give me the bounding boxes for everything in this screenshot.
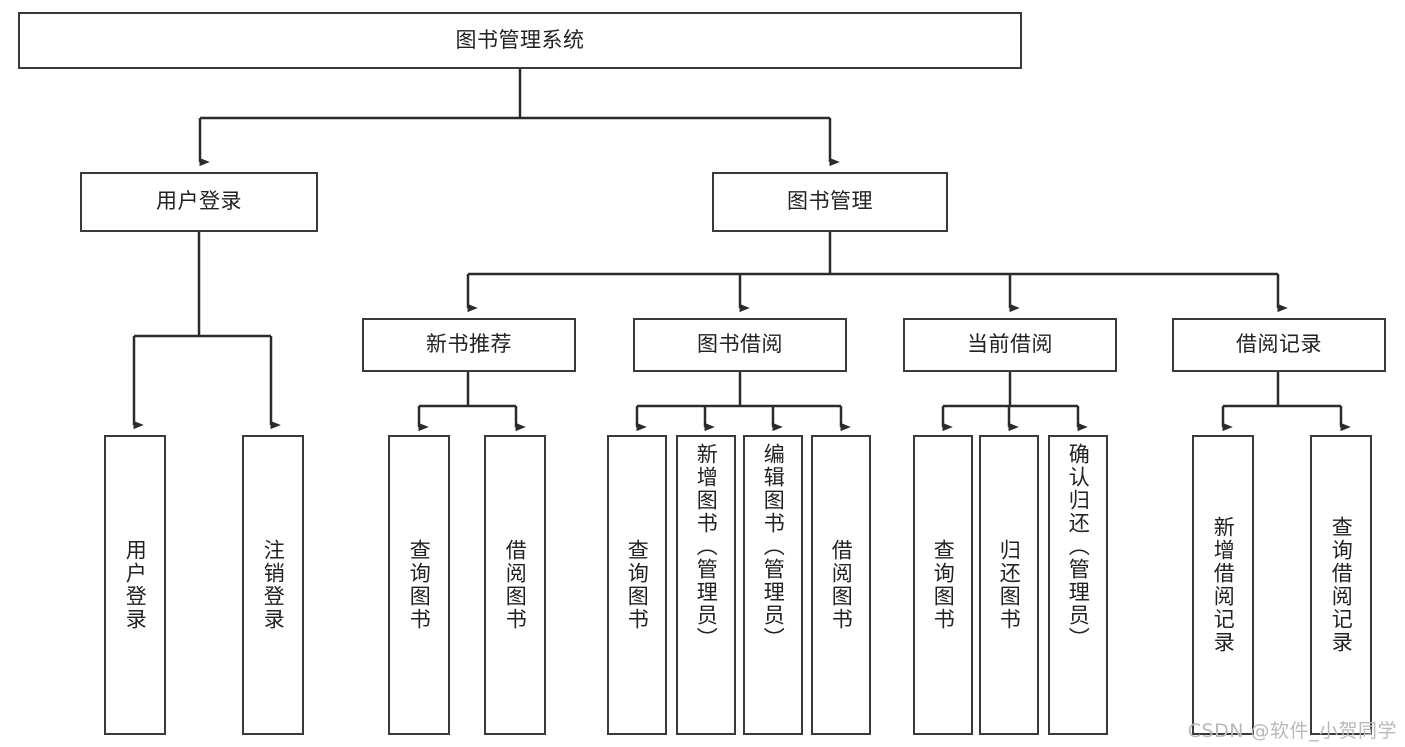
node-label: 归还图书 [997,539,1022,631]
node-label: 查询图书 [625,539,650,631]
node-label: 查询图书 [931,539,956,631]
node-user-login[interactable]: 用户登录 [80,172,318,232]
node-label: 查询图书 [407,539,432,631]
node-leaf-logout[interactable]: 注销登录 [242,435,304,735]
node-leaf-query-book-current[interactable]: 查询图书 [913,435,973,735]
node-label: 当前借阅 [967,332,1053,357]
node-label: 用户登录 [123,539,148,631]
node-label: 借阅图书 [829,539,854,631]
node-book-management-system[interactable]: 图书管理系统 [18,12,1022,69]
node-label: 借阅记录 [1236,332,1322,357]
node-leaf-add-borrow-record[interactable]: 新增借阅记录 [1192,435,1254,735]
node-label: 图书借阅 [697,332,783,357]
node-leaf-user-login[interactable]: 用户登录 [104,435,166,735]
node-label: 用户登录 [156,189,242,214]
node-leaf-borrow-book[interactable]: 借阅图书 [811,435,871,735]
node-label: 编辑图书（管理员） [761,443,786,650]
node-label: 查询借阅记录 [1329,516,1354,654]
node-label: 图书管理系统 [455,27,585,52]
node-leaf-confirm-return-admin[interactable]: 确认归还（管理员） [1048,435,1108,735]
node-leaf-query-book-borrow[interactable]: 查询图书 [607,435,667,735]
node-leaf-edit-book-admin[interactable]: 编辑图书（管理员） [743,435,803,735]
node-label: 新增图书（管理员） [694,443,719,650]
node-leaf-add-book-admin[interactable]: 新增图书（管理员） [676,435,736,735]
node-label: 新书推荐 [426,332,512,357]
node-label: 借阅图书 [503,539,528,631]
node-current-borrow[interactable]: 当前借阅 [903,318,1117,372]
node-borrow-record[interactable]: 借阅记录 [1172,318,1386,372]
node-label: 新增借阅记录 [1211,516,1236,654]
watermark: CSDN @软件_小贺同学 [1187,720,1397,742]
node-leaf-return-book[interactable]: 归还图书 [979,435,1039,735]
node-label: 注销登录 [261,539,286,631]
node-book-management[interactable]: 图书管理 [712,172,948,232]
node-leaf-query-book-recommend[interactable]: 查询图书 [388,435,450,735]
node-leaf-borrow-book-recommend[interactable]: 借阅图书 [484,435,546,735]
node-label: 确认归还（管理员） [1066,443,1091,650]
node-label: 图书管理 [787,189,873,214]
node-book-borrow[interactable]: 图书借阅 [633,318,847,372]
node-leaf-query-borrow-record[interactable]: 查询借阅记录 [1310,435,1372,735]
node-new-book-recommend[interactable]: 新书推荐 [362,318,576,372]
